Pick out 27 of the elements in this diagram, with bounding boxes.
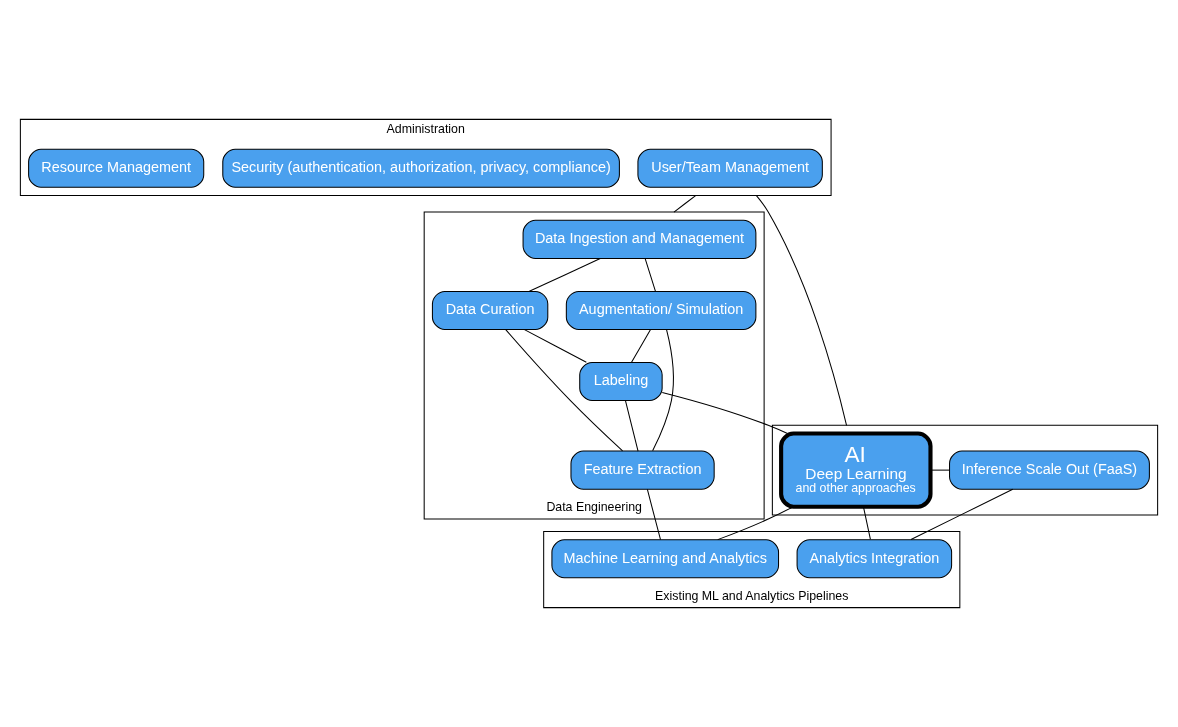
- node-box: AI Deep Learning and other approaches: [779, 431, 933, 509]
- connector: [862, 506, 871, 540]
- connector: [505, 329, 624, 452]
- connector: [644, 258, 656, 292]
- node-box: Resource Management: [28, 148, 205, 188]
- node-box: Inference Scale Out (FaaS): [949, 450, 1150, 490]
- connector: [631, 329, 652, 363]
- connector: [528, 258, 601, 292]
- connector: [523, 329, 587, 363]
- node-box: Data Ingestion and Management: [522, 219, 757, 259]
- node-box: Analytics Integration: [796, 539, 953, 579]
- connector: [930, 469, 950, 471]
- node-box: Machine Learning and Analytics: [551, 539, 780, 579]
- connector: [625, 400, 639, 452]
- node-box: Feature Extraction: [570, 450, 715, 490]
- node-box: Security (authentication, authorization, privacy, compliance): [222, 148, 620, 188]
- node-box: Data Curation: [431, 290, 549, 331]
- connector: [652, 329, 674, 452]
- connector: [646, 488, 662, 541]
- connector: [661, 391, 788, 434]
- node-box: User/Team Management: [637, 148, 823, 188]
- cluster: [771, 424, 1159, 516]
- connector: [910, 488, 1014, 541]
- node-box: Labeling: [579, 361, 663, 402]
- connector: [673, 195, 697, 213]
- node-box: Augmentation/ Simulation: [565, 290, 757, 331]
- connector: [717, 506, 794, 541]
